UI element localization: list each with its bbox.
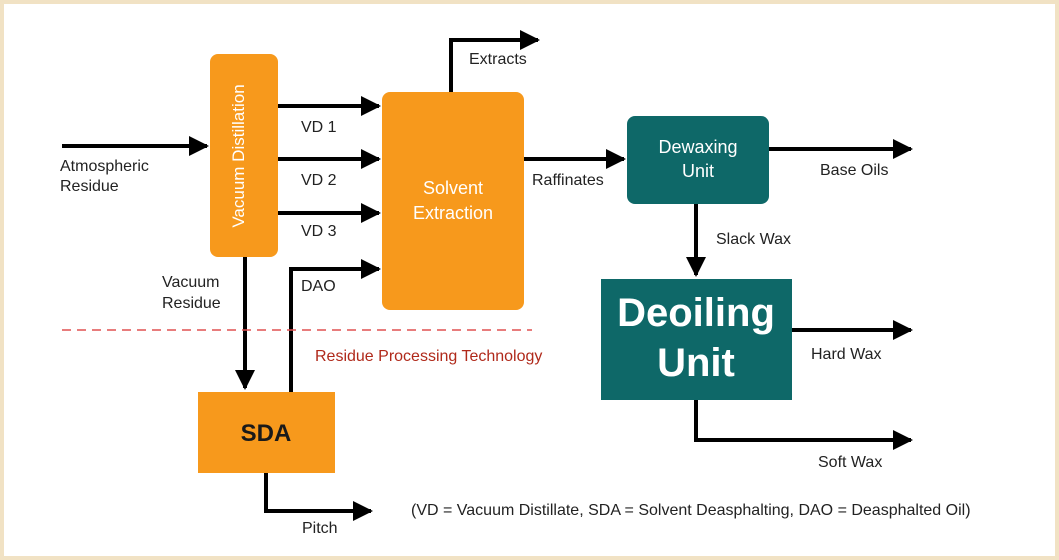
sda-label: SDA [241, 420, 292, 447]
dewaxing-unit-box [627, 116, 769, 204]
dao-arrow [289, 259, 381, 392]
pitch-label: Pitch [302, 520, 338, 537]
slack-wax-label: Slack Wax [716, 231, 791, 248]
soft-wax-arrow [694, 400, 913, 450]
dewaxing-unit-label-line2: Unit [682, 161, 714, 181]
vacuum-distillation-label: Vacuum Distillation [229, 84, 248, 227]
vd1-label: VD 1 [301, 119, 337, 136]
residue-processing-label: Residue Processing Technology [315, 348, 542, 365]
pitch-arrow [264, 473, 373, 521]
abbreviations-footnote: (VD = Vacuum Distillate, SDA = Solvent D… [411, 502, 971, 519]
vd3-label: VD 3 [301, 223, 337, 240]
vacuum-distillation-box [210, 54, 278, 257]
atmospheric-residue-label-line1: Atmospheric [60, 158, 149, 175]
sda-box [198, 392, 335, 473]
deoiling-unit-label-line2: Unit [657, 341, 735, 385]
vacuum-residue-label-line1: Vacuum [162, 274, 220, 291]
atmospheric-residue-label-line2: Residue [60, 178, 119, 195]
dewaxing-unit-label-line1: Dewaxing [658, 137, 737, 157]
solvent-extraction-label-line1: Solvent [423, 178, 483, 198]
solvent-extraction-label-line2: Extraction [413, 203, 493, 223]
solvent-extraction-box [382, 92, 524, 310]
extracts-label: Extracts [469, 51, 527, 68]
deoiling-unit-label-line1: Deoiling [617, 291, 775, 335]
deoiling-unit-box [601, 279, 792, 400]
extracts-arrow [449, 30, 540, 92]
soft-wax-label: Soft Wax [818, 454, 882, 471]
hard-wax-label: Hard Wax [811, 346, 882, 363]
vd2-label: VD 2 [301, 172, 337, 189]
dao-label: DAO [301, 278, 336, 295]
vacuum-residue-label-line2: Residue [162, 295, 221, 312]
raffinates-label: Raffinates [532, 172, 604, 189]
base-oils-label: Base Oils [820, 162, 888, 179]
